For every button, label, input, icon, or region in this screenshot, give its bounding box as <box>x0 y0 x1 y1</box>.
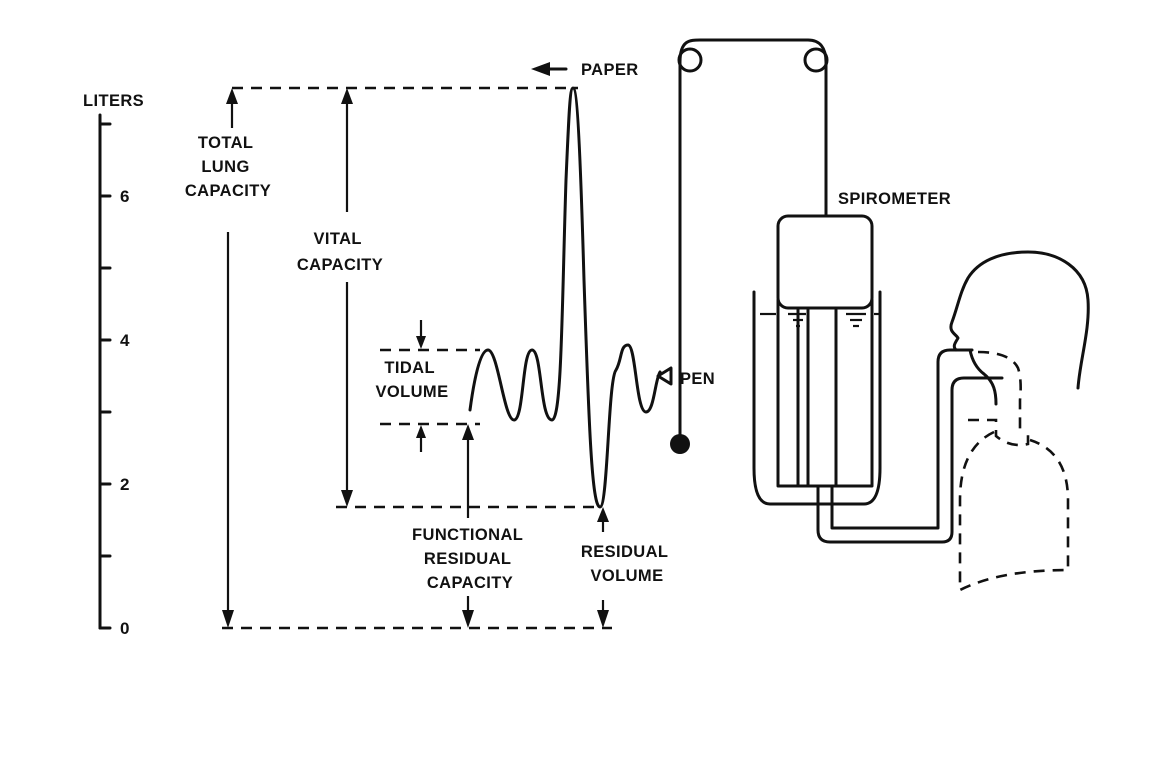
spirometer: SPIROMETER <box>752 190 951 506</box>
tidal-arrowhead-up <box>416 425 426 438</box>
volume-axis: LITERS 0 2 4 6 <box>83 92 144 638</box>
hose-outer <box>816 376 1004 544</box>
axis-tick-label: 6 <box>120 187 129 206</box>
spirometer-bell <box>776 298 874 488</box>
vc-arrowhead-down <box>341 490 353 507</box>
tlc-label: TOTAL LUNG CAPACITY <box>185 134 271 200</box>
axis-tick-label: 4 <box>120 331 130 350</box>
head-profile <box>949 250 1090 406</box>
rv-arrowhead-down <box>597 610 609 628</box>
frc-arrowhead-down <box>462 610 474 628</box>
total-lung-capacity-bracket: TOTAL LUNG CAPACITY <box>185 88 271 628</box>
spirogram-trace <box>468 86 662 509</box>
residual-volume-marker: RESIDUAL VOLUME <box>581 507 673 628</box>
hose-inner <box>830 348 964 530</box>
vc-arrowhead-up <box>341 88 353 104</box>
person <box>949 250 1090 593</box>
right-pulley <box>803 47 829 73</box>
lung-outline <box>958 430 1070 593</box>
tlc-arrowhead-down <box>222 610 234 628</box>
spirometer-label: SPIROMETER <box>838 190 951 208</box>
paper-direction: PAPER <box>531 61 639 79</box>
paper-arrowhead-left <box>531 62 550 76</box>
axis-tick-label: 0 <box>120 619 129 638</box>
paper-label: PAPER <box>581 61 639 79</box>
frc-bracket: FUNCTIONAL RESIDUAL CAPACITY <box>412 424 528 628</box>
tidal-arrowhead-down <box>416 336 426 349</box>
pen-tip <box>656 366 673 386</box>
pulley-cable <box>678 38 828 218</box>
axis-ticks: 0 2 4 6 <box>98 122 130 638</box>
left-pulley <box>677 47 703 73</box>
frc-label: FUNCTIONAL RESIDUAL CAPACITY <box>412 526 528 592</box>
airway-branch <box>968 418 1030 447</box>
vital-capacity-bracket: VITAL CAPACITY <box>297 88 383 507</box>
vc-label: VITAL CAPACITY <box>297 230 383 274</box>
airway <box>977 350 1022 432</box>
frc-arrowhead-up <box>462 424 474 440</box>
spirometer-tank <box>752 290 882 506</box>
rv-arrowhead-up <box>597 507 609 522</box>
rv-label: RESIDUAL VOLUME <box>581 543 673 585</box>
axis-tick-label: 2 <box>120 475 129 494</box>
tlc-arrowhead-up <box>226 88 238 104</box>
pen-assembly: PEN <box>656 60 715 454</box>
pen-label: PEN <box>680 370 715 388</box>
reference-lines <box>222 86 612 630</box>
counterweight <box>670 434 690 454</box>
breathing-hose <box>816 348 1004 544</box>
pulley-system <box>677 38 829 218</box>
tidal-volume-marker: TIDAL VOLUME <box>376 320 449 452</box>
axis-unit-label: LITERS <box>83 92 144 110</box>
tidal-volume-label: TIDAL VOLUME <box>376 359 449 401</box>
spirometer-bell-top <box>776 214 874 310</box>
